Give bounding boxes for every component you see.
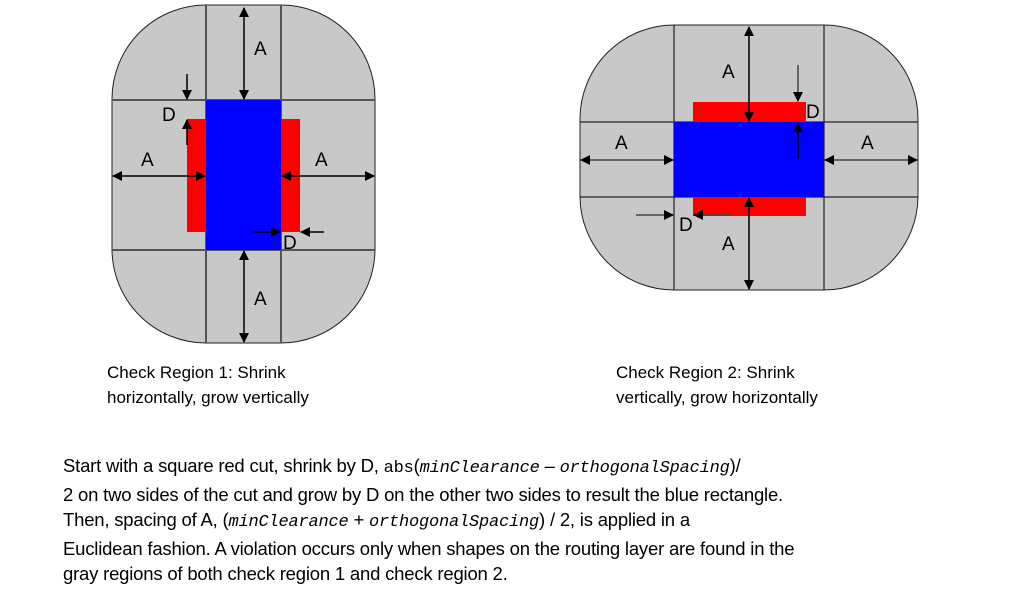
- region2-caption-line1: Check Region 2: Shrink: [616, 363, 795, 382]
- region2-left-a-label: A: [615, 133, 628, 154]
- region1-blue-rectangle: [206, 100, 281, 250]
- region2-caption: Check Region 2: Shrink vertically, grow …: [616, 360, 818, 410]
- region1-shrink-d-label: D: [283, 233, 297, 254]
- description-line-4: Euclidean fashion. A violation occurs on…: [63, 537, 795, 559]
- region2-right-a-label: A: [861, 133, 874, 154]
- description-text: Start with a square red cut, shrink by D…: [63, 455, 384, 476]
- region1-grow-d-label: D: [162, 105, 176, 126]
- description-text: –: [539, 455, 560, 476]
- check-region-2: A A A A D D: [579, 24, 919, 291]
- orthogonal-spacing-term: orthogonalSpacing: [559, 459, 730, 478]
- description-line-5: gray regions of both check region 1 and …: [63, 563, 508, 584]
- region1-bottom-a-label: A: [254, 289, 267, 310]
- description-text: ) / 2, is applied in a: [539, 509, 690, 530]
- region1-caption-line2: horizontally, grow vertically: [107, 388, 309, 407]
- region1-caption: Check Region 1: Shrink horizontally, gro…: [107, 360, 309, 410]
- description-text: Then, spacing of A,: [63, 509, 223, 530]
- description-text: (: [222, 509, 229, 530]
- description-line-2: 2 on two sides of the cut and grow by D …: [63, 483, 783, 505]
- min-clearance-term: minClearance: [419, 459, 540, 478]
- region2-bottom-a-label: A: [722, 234, 735, 255]
- description-line-3: Then, spacing of A, (minClearance + orth…: [63, 507, 993, 536]
- orthogonal-spacing-term: orthogonalSpacing: [369, 513, 540, 532]
- check-region-1: A A A A D D: [111, 4, 376, 344]
- region2-top-a-label: A: [722, 62, 735, 83]
- description-text: +: [348, 509, 370, 530]
- min-clearance-term: minClearance: [228, 513, 349, 532]
- description-text: (: [413, 455, 420, 476]
- description-text: )/: [729, 455, 741, 476]
- region2-blue-rectangle: [674, 122, 824, 197]
- region2-grow-d-label: D: [679, 215, 693, 236]
- description-line-1: Start with a square red cut, shrink by D…: [63, 453, 993, 482]
- description-paragraph: Start with a square red cut, shrink by D…: [63, 453, 993, 587]
- region1-top-a-label: A: [254, 39, 267, 60]
- region1-right-a-label: A: [315, 150, 328, 171]
- region2-caption-line2: vertically, grow horizontally: [616, 388, 818, 407]
- region1-caption-line1: Check Region 1: Shrink: [107, 363, 286, 382]
- region2-shrink-d-label: D: [806, 102, 820, 123]
- abs-function: abs: [383, 459, 414, 478]
- region1-left-a-label: A: [141, 150, 154, 171]
